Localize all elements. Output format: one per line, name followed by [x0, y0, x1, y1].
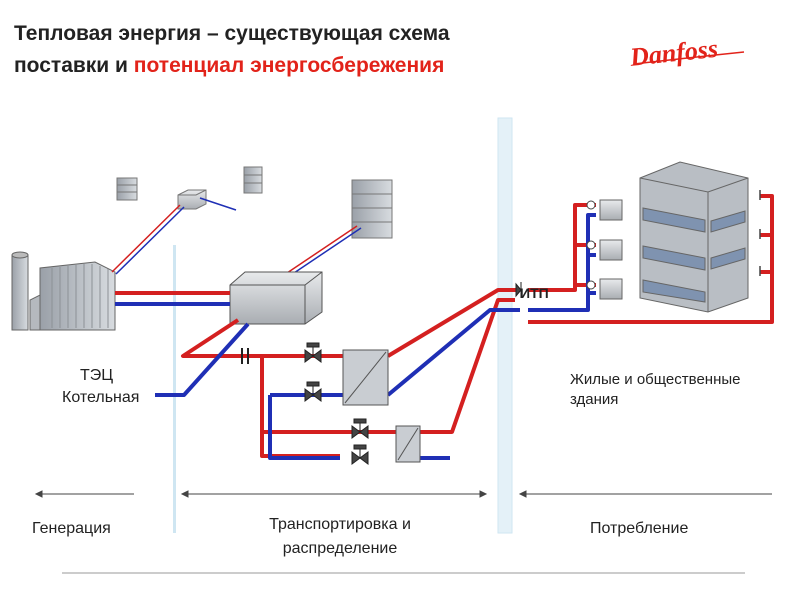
buildings-label-line-2: здания: [570, 391, 619, 408]
substation-label: ИТП: [520, 285, 549, 301]
power-plant-icon: [11, 251, 116, 331]
divider-consumption: [497, 117, 513, 534]
consumer-unit-icon: [599, 199, 623, 221]
source-label-line-1: ТЭЦ: [80, 367, 114, 384]
source-label: ТЭЦ Котельная: [62, 365, 139, 409]
title-line-2-prefix: поставки и: [14, 54, 134, 77]
slide-title: Тепловая энергия – существующая схема по…: [14, 18, 450, 82]
title-line-2-accent: потенциал энергосбережения: [133, 54, 445, 77]
pipe-joint-icon: [241, 348, 249, 364]
remote-feed-lines: [111, 197, 362, 276]
section-dividers: [173, 117, 513, 534]
section-transport: Транспортировка и распределение: [220, 513, 460, 561]
buildings-label-line-1: Жилые и общественные: [570, 371, 741, 388]
heat-exchanger-1-icon: [342, 349, 389, 406]
itp-valve-icon: [515, 282, 522, 298]
divider-generation: [173, 245, 176, 533]
remote-substation-icon: [177, 189, 207, 210]
section-arrows: [34, 490, 772, 498]
apartment-building-icon: [639, 161, 761, 313]
source-label-line-2: Котельная: [62, 389, 140, 406]
consumer-unit-icon: [599, 278, 623, 300]
buildings-label: Жилые и общественные здания: [570, 370, 790, 410]
remote-building-3-icon: [351, 179, 393, 239]
section-transport-line-2: распределение: [282, 540, 398, 557]
valve-icon: [304, 381, 322, 402]
title-line-2: поставки и потенциал энергосбережения: [14, 50, 450, 82]
central-substation-icon: [229, 271, 323, 325]
network-pipes: [155, 194, 774, 460]
consumer-unit-icon: [599, 239, 623, 261]
valve-icon: [304, 342, 322, 363]
valve-icon: [351, 444, 369, 465]
trunk-pipes: [115, 291, 230, 306]
consumer-units: [586, 199, 623, 300]
logo-swoosh: [633, 51, 745, 65]
remote-building-2-icon: [243, 166, 263, 194]
danfoss-logo: Danfoss: [628, 34, 745, 72]
section-consumption: Потребление: [590, 520, 689, 537]
section-generation: Генерация: [32, 520, 111, 537]
valves: [241, 342, 369, 465]
remote-building-1-icon: [116, 177, 138, 201]
section-transport-line-1: Транспортировка и: [269, 516, 411, 533]
title-line-1: Тепловая энергия – существующая схема: [14, 22, 450, 45]
valve-icon: [351, 418, 369, 439]
heat-exchanger-2-icon: [395, 425, 421, 463]
